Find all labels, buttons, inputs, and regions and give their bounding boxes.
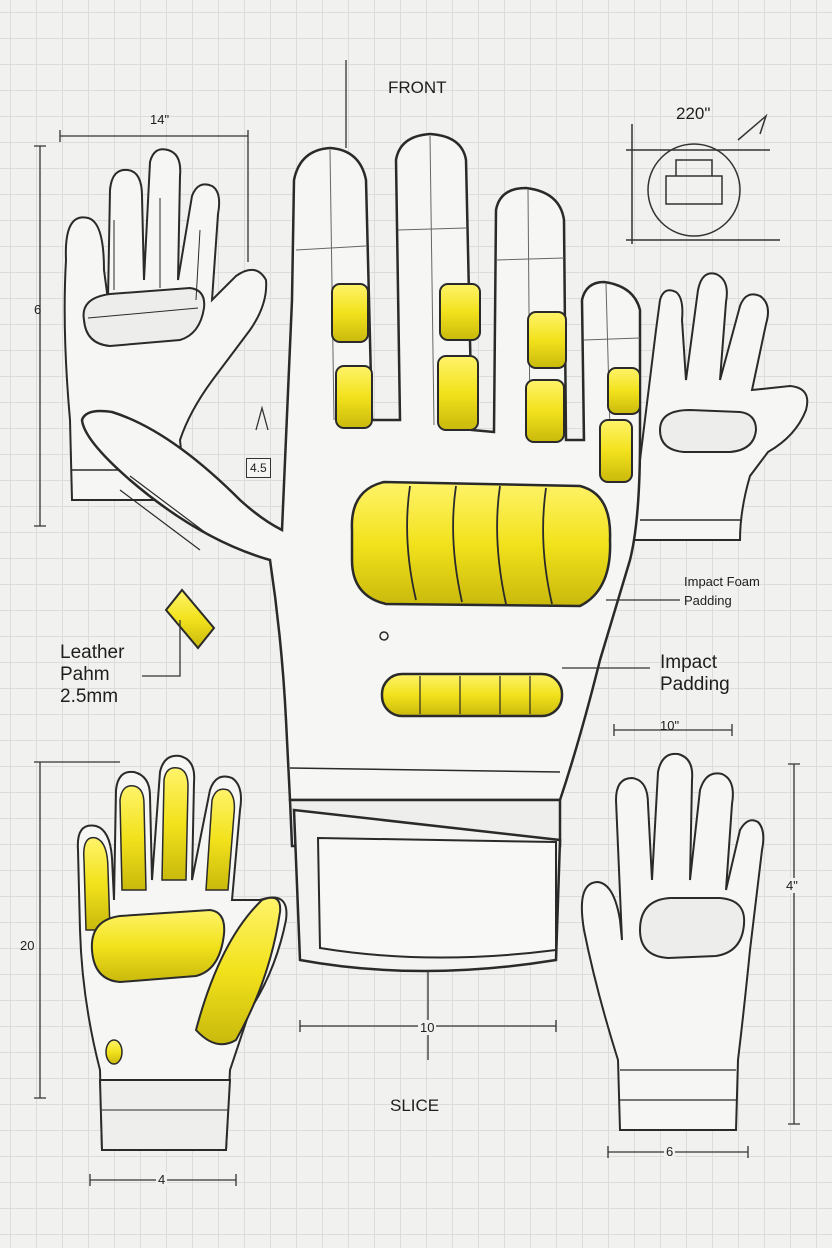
glove-bottom-left — [76, 754, 288, 1151]
slice-view-label: SLICE — [390, 1096, 440, 1115]
center-width-dim: 10 — [418, 1020, 437, 1035]
leather-palm-line-1: Leather — [60, 642, 125, 663]
bottom-right-bottom-width-dim: 6 — [664, 1144, 676, 1159]
glove-main — [80, 132, 642, 973]
bottom-left-width-dim: 4 — [156, 1172, 168, 1187]
leather-palm-line-3: 2.5mm — [60, 686, 119, 707]
top-left-width-dim: 14" — [150, 112, 170, 127]
impact-padding-label: Impact Padding — [660, 652, 730, 696]
bottom-left-height-dim: 20 — [20, 938, 35, 953]
leather-palm-line-2: Pahm — [60, 664, 110, 685]
impact-foam-line-1: Impact Foam — [684, 574, 760, 589]
impact-padding-line-1: Impact — [660, 652, 718, 673]
thumb-tag-dim: 4.5 — [246, 458, 271, 478]
glove-top-right — [630, 272, 809, 541]
top-left-height-dim: 6 — [34, 302, 42, 317]
impact-padding-line-2: Padding — [660, 674, 730, 695]
bottom-right-top-width-dim: 10" — [660, 718, 680, 733]
glove-bottom-right — [580, 752, 765, 1131]
impact-foam-line-2: Padding — [684, 593, 732, 608]
detail-size-dim: 220" — [676, 104, 711, 123]
bottom-right-height-dim: 4" — [786, 878, 798, 893]
front-view-label: FRONT — [388, 78, 447, 97]
detail-callout — [626, 113, 780, 244]
leather-palm-label: Leather Pahm 2.5mm — [60, 642, 124, 708]
impact-foam-padding-label: Impact Foam Padding — [684, 572, 760, 610]
finger-pads — [331, 283, 641, 483]
